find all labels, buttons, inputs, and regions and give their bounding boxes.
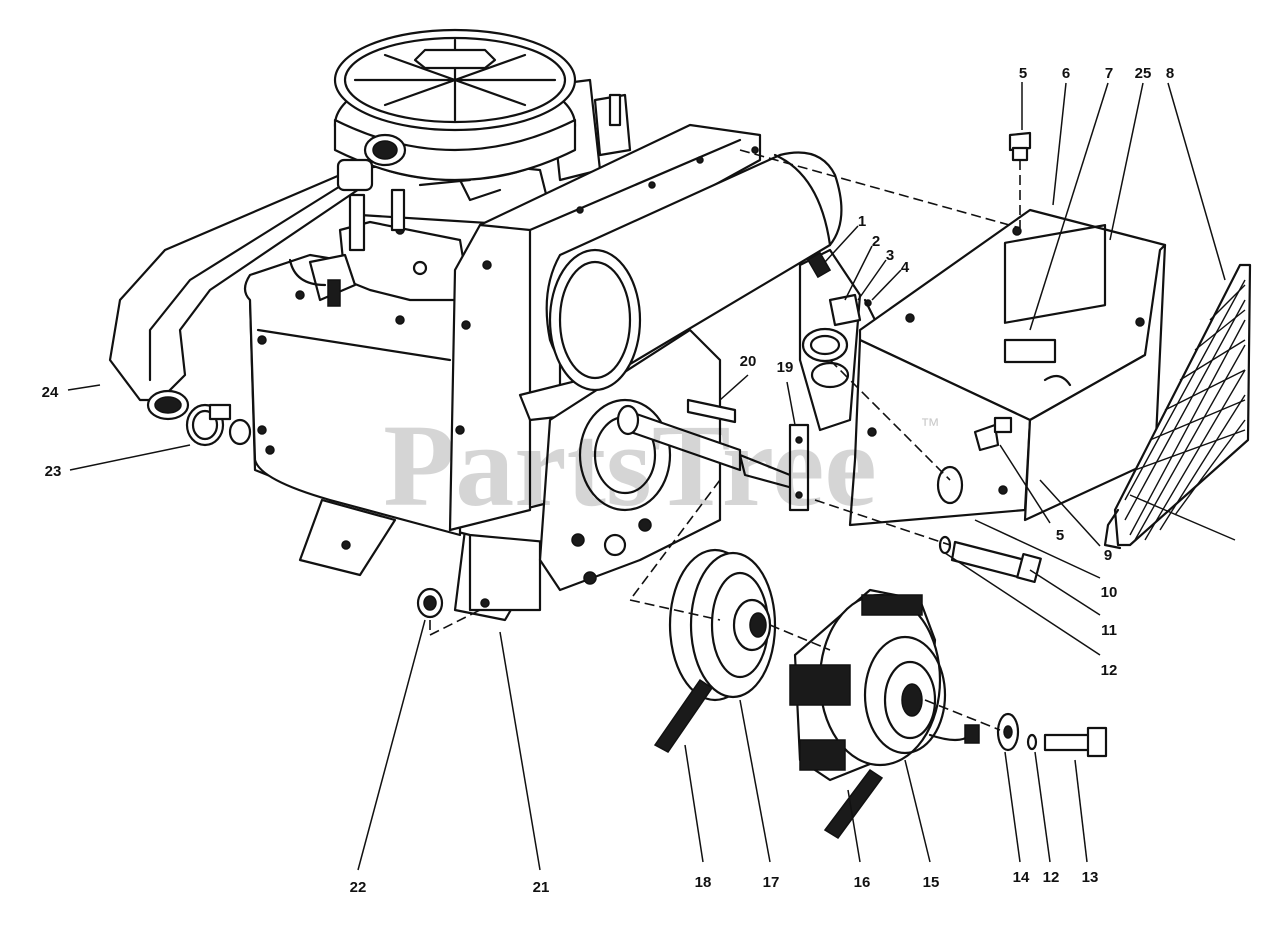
callout-6: 6 [1062,65,1070,82]
callout-7: 7 [1105,65,1113,82]
watermark-brand: PartsTree [383,400,877,531]
callout-9: 9 [1104,547,1112,564]
blower-housing [448,123,762,592]
guard-bolt [1008,131,1032,162]
electric-clutch [789,588,980,782]
breather-hose [108,158,374,421]
callout-12-upper: 12 [1101,662,1118,679]
mounting-bolt [938,535,1042,584]
exhaust-fittings [798,248,882,432]
callout-23: 23 [45,463,62,480]
clutch-bolt [996,712,1108,758]
callout-18: 18 [695,874,712,891]
leader-lines [67,82,1226,871]
callout-16: 16 [854,874,871,891]
muffler-guard [848,208,1167,527]
muffler [545,151,843,392]
callout-13: 13 [1082,869,1099,886]
assembly-lines [429,149,1021,731]
callout-24: 24 [42,384,59,401]
callout-17: 17 [763,874,780,891]
callout-22: 22 [350,879,367,896]
drive-belts [653,678,884,840]
callout-10: 10 [1101,584,1118,601]
callout-1: 1 [858,213,866,230]
crankshaft-extension [616,398,810,512]
engine-pulley [668,548,777,702]
callout-21: 21 [533,879,550,896]
callout-4: 4 [901,259,910,276]
callout-12-lower: 12 [1043,869,1060,886]
watermark-trademark: ™ [920,415,940,437]
callout-19: 19 [777,359,794,376]
spark-arrester-screen [1103,263,1252,550]
callout-11: 11 [1101,622,1117,639]
callout-20: 20 [740,353,757,370]
callout-8: 8 [1166,65,1174,82]
callout-labels: 1 2 3 4 5 5 5 6 7 8 9 10 11 12 12 13 14 … [42,65,1175,896]
callout-5-face: 5 [1056,527,1064,544]
hose-clamp [185,403,252,447]
callout-15: 15 [923,874,940,891]
callout-25: 25 [1135,65,1152,82]
hex-nut [416,587,444,619]
callout-2: 2 [872,233,880,250]
callout-3: 3 [886,247,894,264]
callout-5-top: 5 [1019,65,1027,82]
callout-14: 14 [1013,869,1030,886]
